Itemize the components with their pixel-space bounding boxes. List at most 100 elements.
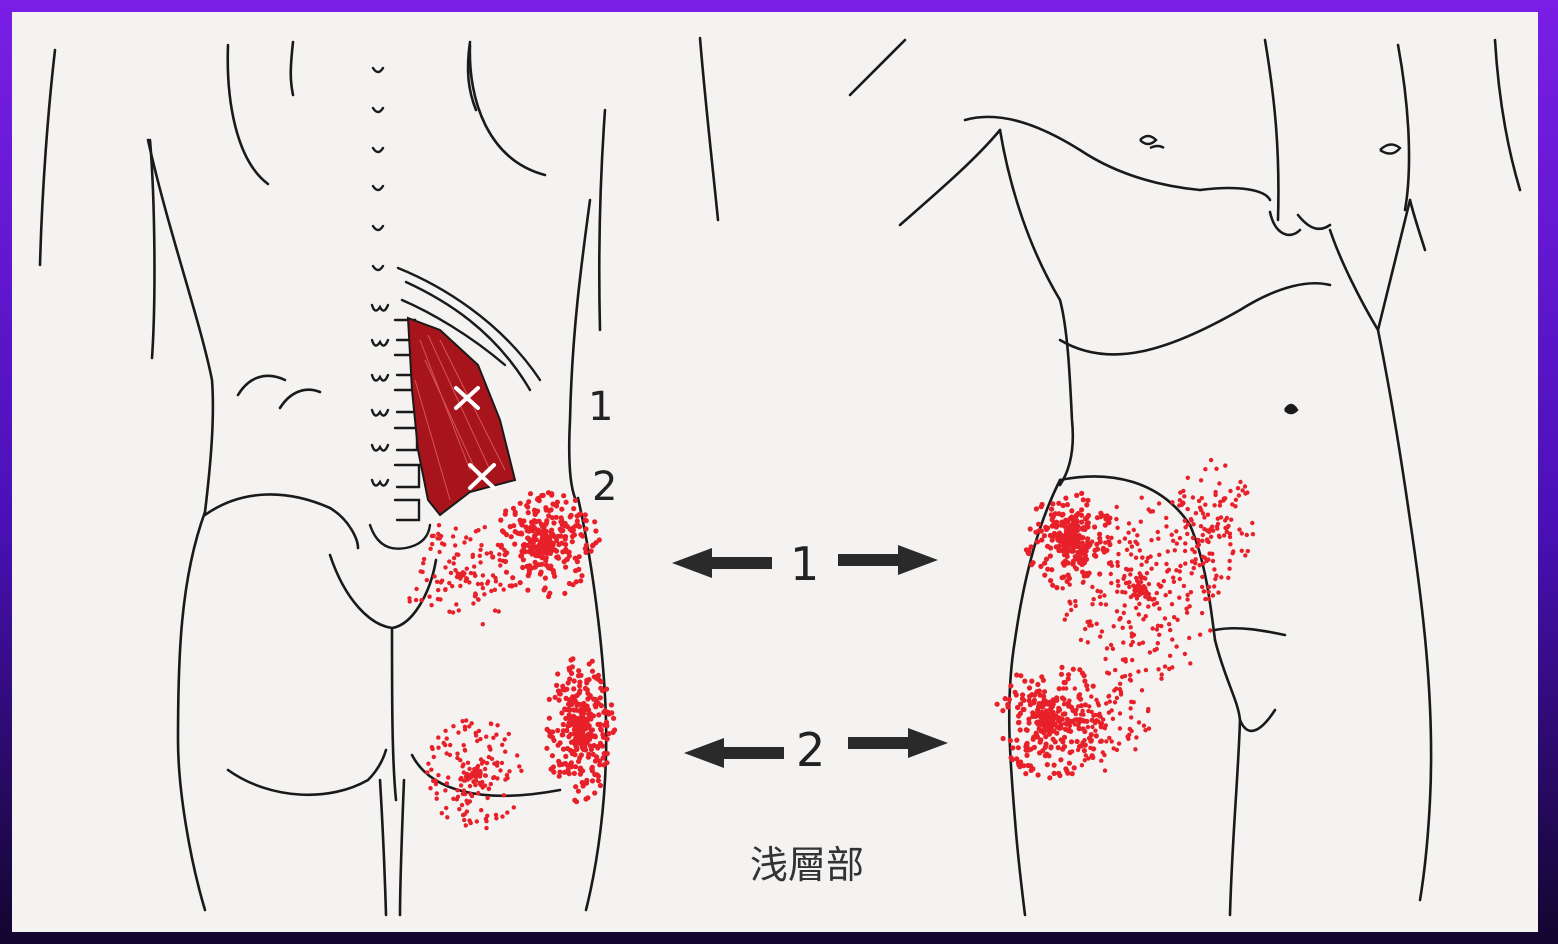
pain-dot bbox=[1066, 676, 1071, 681]
pain-dot bbox=[460, 719, 464, 723]
leg-gap-left bbox=[380, 780, 386, 915]
pain-dot bbox=[1075, 739, 1080, 744]
pain-dot bbox=[1082, 748, 1087, 753]
pain-dot bbox=[554, 555, 559, 560]
pain-dot bbox=[464, 823, 468, 827]
pain-dot bbox=[1090, 755, 1095, 760]
pain-dot bbox=[1200, 539, 1204, 543]
gluteal-cleft bbox=[330, 555, 436, 628]
pain-dot bbox=[596, 712, 601, 717]
pain-dot bbox=[476, 597, 480, 601]
pain-dot bbox=[1171, 576, 1175, 580]
pain-dot bbox=[1092, 524, 1097, 529]
pain-dot bbox=[547, 716, 552, 721]
pain-dot bbox=[1155, 627, 1159, 631]
pain-dot bbox=[459, 783, 463, 787]
pain-dot bbox=[448, 753, 452, 757]
pain-dot bbox=[467, 818, 471, 822]
pain-dot bbox=[1145, 571, 1149, 575]
pain-dot bbox=[550, 543, 555, 548]
pain-dot bbox=[1170, 637, 1174, 641]
pain-dot bbox=[1066, 540, 1071, 545]
pain-dot bbox=[1143, 728, 1147, 732]
pain-dot bbox=[563, 547, 568, 552]
pain-dot bbox=[1135, 579, 1139, 583]
pain-dot bbox=[584, 518, 589, 523]
pain-dot bbox=[1061, 586, 1065, 590]
pain-dot bbox=[1125, 734, 1129, 738]
pain-dot bbox=[1107, 736, 1111, 740]
pain-dot bbox=[1060, 512, 1065, 517]
pain-dot bbox=[1101, 514, 1105, 518]
pain-dot bbox=[1098, 740, 1102, 744]
pain-dot bbox=[1109, 536, 1113, 540]
pain-dot bbox=[1067, 761, 1072, 766]
pain-dot bbox=[1091, 684, 1096, 689]
pain-dot bbox=[1104, 548, 1109, 553]
pain-dot bbox=[1139, 520, 1143, 524]
pain-dot bbox=[1225, 516, 1229, 520]
pain-dot bbox=[559, 515, 564, 520]
arm-upper bbox=[850, 40, 905, 95]
pain-dot bbox=[546, 513, 551, 518]
pain-dot bbox=[1115, 560, 1119, 564]
pain-dot bbox=[1061, 574, 1066, 579]
pain-dot bbox=[489, 722, 493, 726]
pain-dot bbox=[478, 554, 482, 558]
pain-dot bbox=[593, 734, 598, 739]
pain-dot bbox=[1137, 602, 1141, 606]
pain-dot bbox=[1219, 575, 1223, 579]
pain-dot bbox=[1127, 585, 1131, 589]
pain-dot bbox=[1096, 701, 1100, 705]
pain-dot bbox=[582, 744, 587, 749]
sternum-left bbox=[1265, 40, 1278, 220]
pain-dot bbox=[1094, 733, 1099, 738]
pain-dot bbox=[1061, 522, 1066, 527]
pain-dot bbox=[1036, 522, 1041, 527]
pain-dot bbox=[1090, 725, 1094, 729]
pain-dot bbox=[586, 677, 591, 682]
pain-dot bbox=[1063, 721, 1067, 725]
pain-dot bbox=[1016, 762, 1021, 767]
pain-dot bbox=[573, 556, 578, 561]
pain-dot bbox=[524, 503, 529, 508]
pain-dot bbox=[500, 761, 504, 765]
pain-dot bbox=[1060, 533, 1065, 538]
pain-dot bbox=[555, 728, 560, 733]
pain-dot bbox=[1231, 549, 1235, 553]
pain-dot bbox=[1131, 640, 1135, 644]
pain-dot bbox=[561, 493, 566, 498]
pain-dot bbox=[1098, 634, 1102, 638]
pain-dot bbox=[1008, 738, 1013, 743]
pain-dot bbox=[429, 603, 433, 607]
pain-dot bbox=[1051, 702, 1055, 706]
pain-dot bbox=[1136, 669, 1140, 673]
pain-dot bbox=[1135, 533, 1139, 537]
pain-dot bbox=[1090, 585, 1094, 589]
pain-dot bbox=[1077, 667, 1082, 672]
pain-dot bbox=[1076, 696, 1080, 700]
pain-dot bbox=[1060, 747, 1065, 752]
pain-dot bbox=[1095, 622, 1099, 626]
pain-dot bbox=[478, 548, 482, 552]
pain-dot bbox=[432, 755, 436, 759]
pain-dot bbox=[574, 744, 579, 749]
pain-dot bbox=[1122, 611, 1126, 615]
pain-dot bbox=[510, 575, 515, 580]
pain-dot bbox=[471, 601, 475, 605]
pain-dot bbox=[557, 770, 562, 775]
pain-dot bbox=[1129, 678, 1133, 682]
pain-dot bbox=[590, 765, 595, 770]
pain-dot bbox=[588, 716, 593, 721]
pain-dot bbox=[1074, 604, 1078, 608]
pain-dot bbox=[1114, 687, 1118, 691]
pain-dot bbox=[438, 597, 442, 601]
pain-dot bbox=[1199, 524, 1203, 528]
pain-dot bbox=[473, 574, 477, 578]
pain-dot bbox=[1211, 593, 1215, 597]
pain-dot bbox=[1070, 541, 1074, 545]
pain-dot bbox=[1050, 538, 1055, 543]
pain-dot bbox=[1038, 737, 1043, 742]
pain-dot bbox=[1113, 700, 1117, 704]
pain-dot bbox=[1087, 736, 1092, 741]
